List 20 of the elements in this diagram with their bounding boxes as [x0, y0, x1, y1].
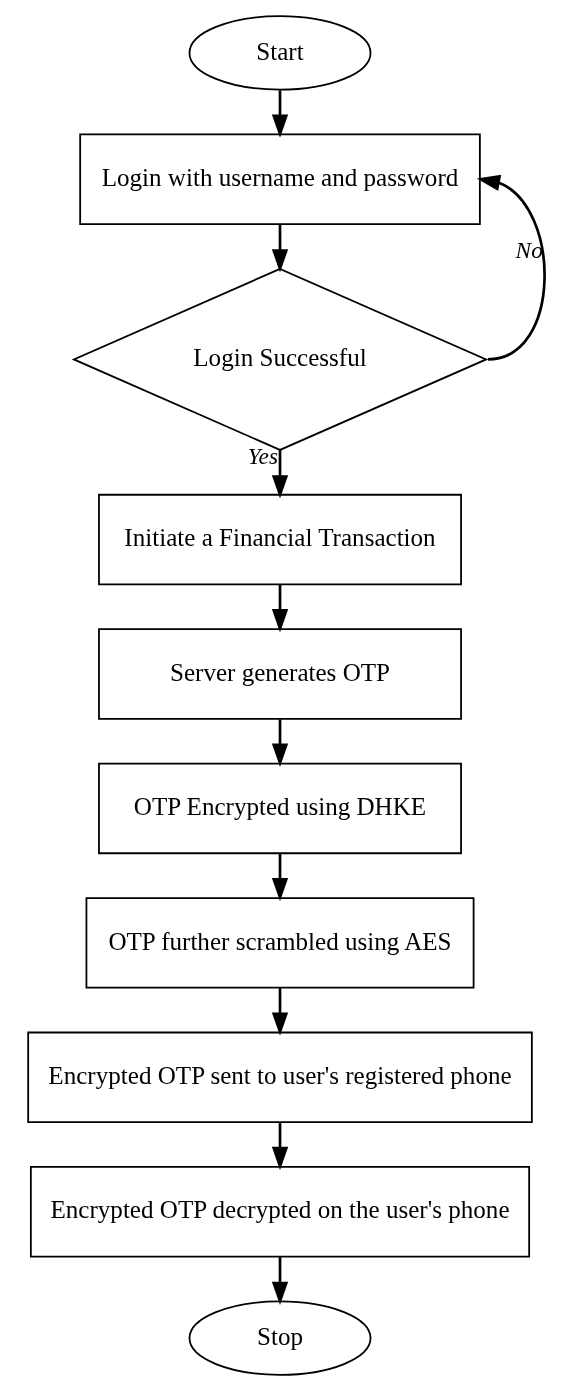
- node-box: OTP further scrambled using AES: [85, 897, 475, 989]
- node-box: Initiate a Financial Transaction: [98, 493, 462, 586]
- arrow: [271, 719, 289, 767]
- node-ellipse: Stop: [188, 1300, 372, 1376]
- node-ellipse: Start: [188, 15, 372, 91]
- arrow: [271, 450, 289, 499]
- arrow: [271, 1122, 289, 1171]
- node-box: OTP Encrypted using DHKE: [98, 762, 462, 855]
- node-box: Login with username and password: [79, 133, 481, 225]
- arrow: [271, 1257, 289, 1305]
- node-box: Server generates OTP: [98, 628, 462, 720]
- node-box: Encrypted OTP decrypted on the user's phone: [29, 1166, 531, 1258]
- arrow: [271, 224, 289, 273]
- edge-label: No: [515, 236, 543, 263]
- arrow: [271, 988, 289, 1036]
- arrow: [476, 174, 546, 361]
- arrow: [271, 853, 289, 902]
- arrow: [271, 584, 289, 633]
- arrow: [271, 90, 289, 138]
- node-box: Encrypted OTP sent to user's registered phone: [27, 1031, 533, 1123]
